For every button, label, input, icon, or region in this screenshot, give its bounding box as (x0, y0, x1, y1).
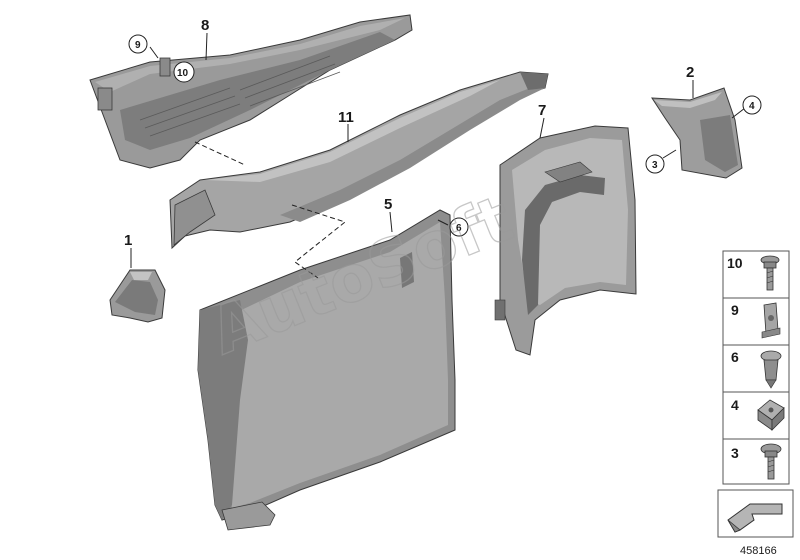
expanding-rivet-icon (760, 350, 782, 389)
callout-6: 6 (456, 223, 462, 234)
callout-4-circle (742, 95, 762, 115)
fastener-panel: 10 9 6 4 (717, 250, 794, 538)
direction-arrow-icon (727, 503, 783, 533)
part-1-bracket (109, 269, 166, 323)
screw-with-washer-icon (760, 255, 780, 291)
callouts: 1 2 3 4 5 6 7 8 9 10 11 (124, 17, 762, 249)
flange-screw-icon (760, 443, 782, 480)
callout-9: 9 (135, 40, 141, 51)
fastener-label-3: 3 (731, 445, 739, 461)
callout-2: 2 (686, 64, 694, 81)
part-11-upper-trim (169, 71, 549, 250)
callout-9-circle (128, 34, 148, 54)
callout-10-circle (173, 61, 195, 83)
callout-1: 1 (124, 232, 132, 249)
callout-3-circle (645, 154, 665, 174)
callout-4: 4 (749, 101, 755, 112)
callout-11: 11 (338, 109, 354, 126)
fastener-label-9: 9 (731, 302, 739, 318)
fastener-label-6: 6 (731, 349, 739, 365)
callout-5: 5 (384, 196, 392, 213)
part-5-side-trim-panel (197, 209, 456, 531)
fastener-label-10: 10 (727, 255, 743, 271)
callout-10: 10 (177, 68, 189, 79)
callout-7: 7 (538, 102, 546, 119)
square-clip-nut-icon (757, 399, 785, 431)
part-2-cover (651, 87, 743, 179)
document-number: 458166 (740, 545, 777, 557)
callout-3: 3 (652, 160, 658, 171)
callout-8: 8 (201, 17, 209, 34)
sheet-metal-nut-icon (761, 302, 781, 339)
assembly-guides (194, 141, 347, 279)
fastener-label-4: 4 (731, 397, 739, 413)
part-8-bracket (89, 14, 413, 169)
part-7-trim-cover (494, 125, 637, 356)
callout-6-circle (449, 217, 469, 237)
